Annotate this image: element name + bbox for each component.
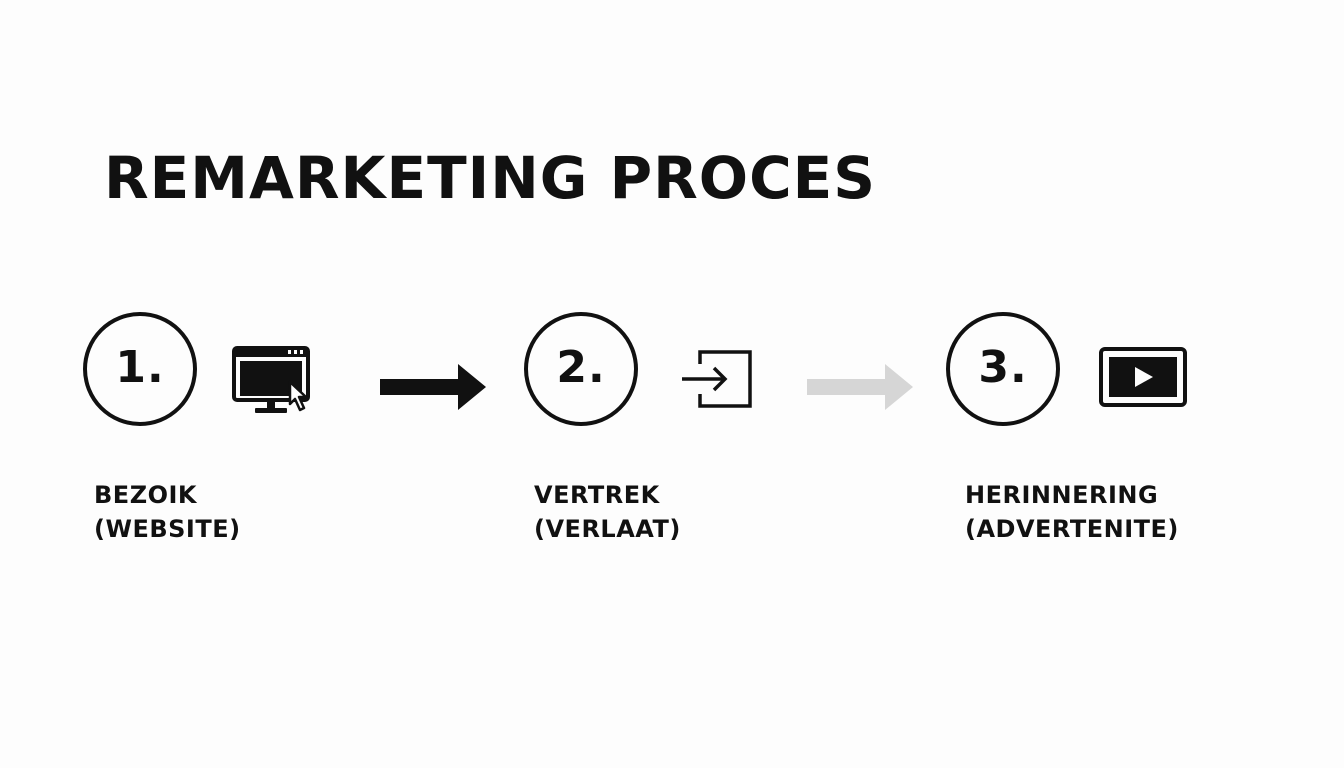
page-title: REMARKETING PROCES <box>104 144 877 212</box>
step-2-label-line2: (VERLAAT) <box>534 515 681 543</box>
step-3-label: HERINNERING (ADVERTENITE) <box>965 478 1179 546</box>
step-3-number-circle: 3. <box>946 312 1060 426</box>
step-3-label-line1: HERINNERING <box>965 481 1159 509</box>
step-1-number: 1. <box>115 341 165 393</box>
step-1-number-circle: 1. <box>83 312 197 426</box>
step-2-number-circle: 2. <box>524 312 638 426</box>
arrow-right-icon <box>380 364 486 410</box>
monitor-cursor-icon <box>232 346 310 413</box>
exit-arrow-box-icon <box>682 350 752 408</box>
step-1-label: BEZOIK (WEBSITE) <box>94 478 241 546</box>
step-2-label-line1: VERTREK <box>534 481 660 509</box>
video-play-icon <box>1099 347 1187 407</box>
step-3-number: 3. <box>978 341 1028 393</box>
step-1-label-line1: BEZOIK <box>94 481 198 509</box>
step-2-label: VERTREK (VERLAAT) <box>534 478 681 546</box>
step-3-label-line2: (ADVERTENITE) <box>965 515 1179 543</box>
step-2-number: 2. <box>556 341 606 393</box>
step-1-label-line2: (WEBSITE) <box>94 515 241 543</box>
arrow-right-faded-icon <box>807 364 913 410</box>
